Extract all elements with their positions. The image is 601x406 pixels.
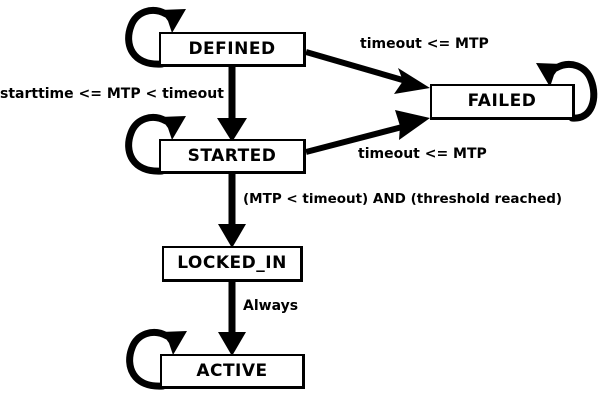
edge-defined-to-started [217, 67, 247, 142]
edge-label-always: Always [243, 298, 299, 315]
edge-failed-self [536, 61, 598, 122]
edge-label-timeout-condition-lower: timeout <= MTP [358, 146, 487, 163]
state-box-failed[interactable]: FAILED [430, 84, 575, 120]
state-label-defined: DEFINED [188, 38, 276, 59]
state-box-active[interactable]: ACTIVE [160, 354, 305, 389]
edge-label-starttime-condition: starttime <= MTP < timeout [0, 86, 224, 103]
edge-lockedin-to-active [218, 282, 246, 356]
state-label-active: ACTIVE [196, 360, 268, 381]
state-label-locked-in: LOCKED_IN [177, 253, 287, 273]
state-box-locked-in[interactable]: LOCKED_IN [162, 246, 303, 282]
state-box-started[interactable]: STARTED [159, 139, 306, 174]
edge-started-self [125, 114, 186, 175]
edge-label-threshold-condition: (MTP < timeout) AND (threshold reached) [243, 191, 563, 207]
edge-started-to-lockedin [218, 174, 246, 248]
edge-active-self [126, 329, 187, 390]
state-label-failed: FAILED [467, 91, 537, 111]
edge-started-to-failed [305, 110, 430, 155]
edge-defined-self [125, 7, 186, 68]
state-label-started: STARTED [187, 145, 277, 166]
state-box-defined[interactable]: DEFINED [159, 32, 306, 67]
edge-label-timeout-condition-upper: timeout <= MTP [360, 36, 489, 53]
edge-defined-to-failed [305, 49, 430, 94]
